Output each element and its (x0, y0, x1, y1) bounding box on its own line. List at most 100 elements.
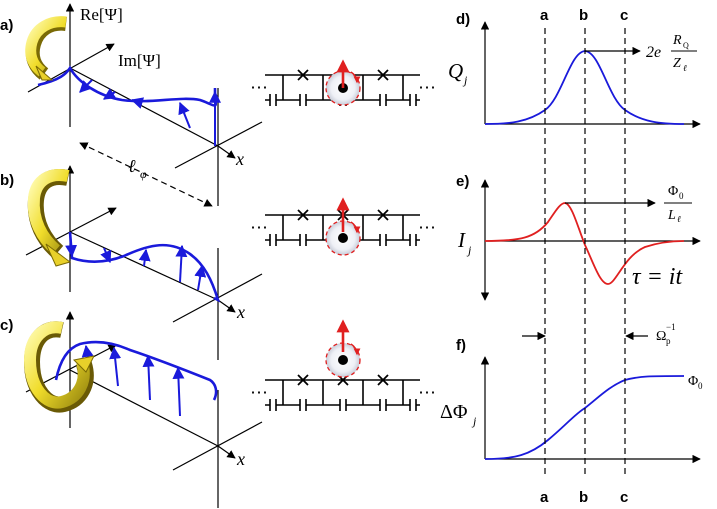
q-sub: j (462, 73, 468, 87)
chain-ellipsis-left: ⋯ (250, 383, 268, 403)
chain-ellipsis-right: ⋯ (418, 383, 436, 403)
phi-end-label: Φ (688, 374, 698, 389)
chain-ellipsis-left: ⋯ (250, 218, 268, 238)
junction-cross (377, 209, 389, 221)
ring-arrowhead (45, 243, 72, 267)
wave-arrow (138, 248, 151, 267)
omega-label: Ω (656, 329, 666, 344)
wave-arrow (79, 79, 93, 93)
capacitor-gap (380, 400, 386, 410)
junction-cross (377, 374, 389, 386)
i-label: I (457, 228, 466, 252)
phase-ring-c (23, 321, 90, 409)
wave-arrow (194, 264, 207, 291)
phi-label: ΔΦ (440, 401, 468, 423)
propagation-axis (69, 67, 219, 147)
i-ann-num-sub: 0 (679, 191, 684, 201)
marker-b-bottom: b (579, 489, 588, 506)
panel-a-label: a) (0, 17, 13, 34)
x-axis-a (217, 145, 236, 159)
omega-sup: −1 (666, 322, 676, 332)
junction-cross (297, 374, 309, 386)
x-label-c: x (236, 449, 245, 469)
chain-ellipsis-right: ⋯ (418, 78, 436, 98)
chain-ellipsis-right: ⋯ (418, 218, 436, 238)
length-sub: φ (140, 167, 147, 181)
propagation-axis (69, 369, 219, 447)
panel-f-label: f) (456, 337, 466, 354)
i-sub: j (466, 243, 472, 257)
x-label-b: x (236, 302, 245, 322)
im-axis (25, 207, 117, 256)
chain-ellipsis-left: ⋯ (250, 78, 268, 98)
omega-sub: p (666, 336, 671, 346)
capacitor-gap (410, 95, 416, 105)
panel-e: e) I j Φ 0 L ℓ τ = it (456, 173, 701, 301)
marker-a-top: a (540, 7, 549, 24)
panel-b-label: b) (0, 172, 14, 189)
i-ann-num: Φ (668, 184, 678, 199)
wave-arrow (172, 366, 185, 417)
q-ann-den: Z (673, 56, 681, 71)
capacitor-gap (270, 235, 276, 245)
capacitor-gap (380, 235, 386, 245)
panel-e-label: e) (456, 173, 469, 190)
panel-f: f) ΔΦ j Φ 0 Ω p −1 (440, 322, 703, 464)
phase-ring-b (27, 169, 70, 255)
capacitor-gap (270, 95, 276, 105)
wave-arrow (178, 101, 191, 129)
x-axis-b (217, 299, 236, 313)
wave-arrow (109, 346, 122, 387)
q-label: Q (448, 59, 463, 83)
ring-arrowhead (72, 355, 95, 373)
time-markers: a b c a b c (540, 7, 628, 506)
re-axis-label: Re[Ψ] (80, 5, 123, 24)
im-axis-label: Im[Ψ] (118, 51, 161, 70)
wave-arrow (100, 247, 112, 264)
capacitor-gap (300, 95, 306, 105)
wave-arrow (102, 88, 117, 100)
q-ann-num-sub: Q (683, 41, 689, 50)
q-ann-den-sub: ℓ (683, 63, 687, 73)
q-ann-num: R (672, 33, 682, 48)
wave-arrow (175, 244, 188, 283)
panel-b: b) x (0, 165, 263, 360)
wave-arrow (130, 97, 145, 109)
wave-curve-a (37, 65, 218, 107)
rotation-arrow (350, 221, 361, 234)
fluxon-dot (338, 233, 348, 243)
i-ann-den: L (667, 208, 676, 223)
marker-a-bottom: a (540, 489, 549, 506)
panel-d-label: d) (456, 11, 470, 28)
ring-arrowhead (35, 65, 54, 81)
marker-c-bottom: c (620, 489, 628, 506)
capacitor-gap (300, 400, 306, 410)
phi-end-sub: 0 (698, 381, 703, 391)
length-arrow (79, 142, 213, 207)
q-ann-prefix: 2e (646, 44, 661, 61)
wave-arrow (65, 231, 78, 258)
x-label-a: x (235, 149, 244, 169)
junction-cross (297, 69, 309, 81)
capacitor-gap (270, 400, 276, 410)
wave-arrow (142, 354, 155, 401)
junction-cross (377, 69, 389, 81)
capacitor-gap (410, 400, 416, 410)
phi-sub: j (471, 414, 477, 428)
panel-c-label: c) (0, 317, 13, 334)
marker-c-top: c (620, 7, 628, 24)
i-ann-den-sub: ℓ (677, 214, 681, 224)
tau-label: τ = it (632, 264, 683, 290)
panel-a: a) Re[Ψ] Im[Ψ] x ℓ φ (0, 3, 263, 207)
length-label: ℓ (128, 156, 136, 176)
end-im-axis (172, 421, 263, 471)
marker-b-top: b (579, 7, 588, 24)
i-curve (484, 202, 685, 285)
phase-ring-a (25, 16, 67, 77)
rotation-arrow (350, 343, 361, 356)
fluxon-dot (338, 355, 348, 365)
capacitor-gap (340, 400, 346, 410)
wave-curve-b (68, 231, 221, 303)
rotation-arrow (350, 71, 361, 84)
